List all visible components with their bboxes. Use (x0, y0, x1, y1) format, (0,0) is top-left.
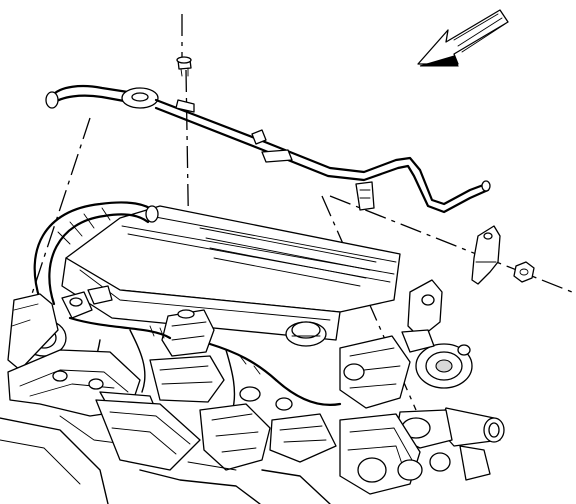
right-components (339, 279, 505, 495)
mounting-bracket (471, 225, 501, 285)
valve-cover (61, 205, 401, 347)
throttle-body (7, 285, 113, 371)
bolt-icon (176, 56, 192, 77)
bracket-alignment-line (329, 195, 573, 293)
pcv-tube (45, 85, 491, 214)
nut-icon (513, 261, 535, 283)
lower-block (0, 417, 331, 504)
intake-hose (33, 201, 159, 306)
center-components (95, 355, 337, 471)
direction-arrow-icon (417, 9, 509, 67)
sensor-connector (161, 309, 215, 357)
